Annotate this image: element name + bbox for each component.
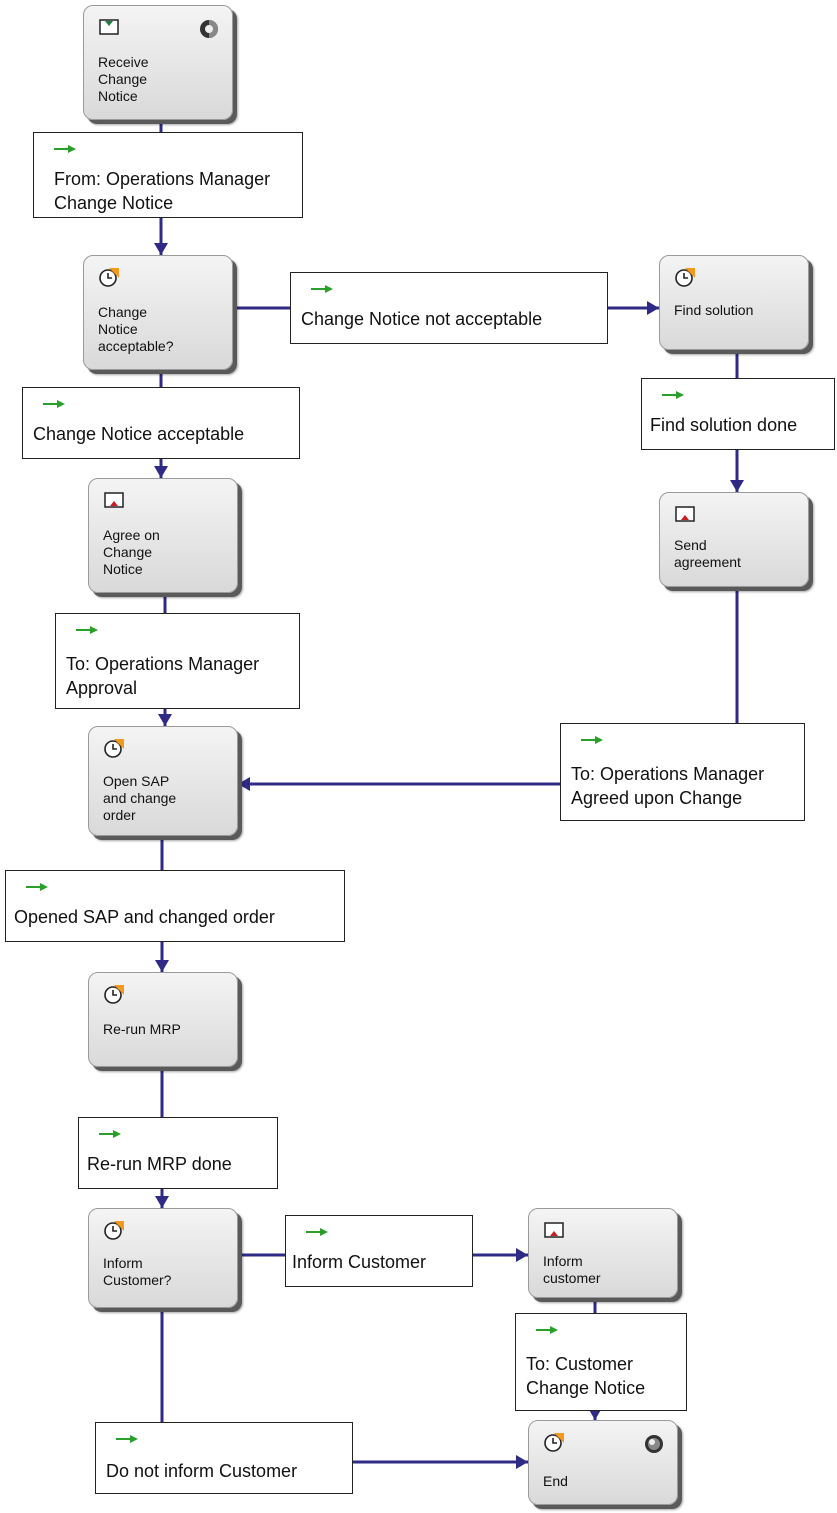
flow-label-text: Inform Customer (292, 1252, 427, 1272)
flow-label-text: Change Notice not acceptable (301, 309, 543, 329)
clock-task-icon (675, 268, 695, 287)
flow-arrow-icon (311, 285, 333, 293)
flow-arrow-icon (116, 1435, 138, 1443)
flow-label-text: Opened SAP and changed order (14, 907, 275, 927)
send-message-icon (104, 492, 124, 508)
arrowhead-icon (158, 714, 172, 726)
arrowhead-icon (154, 466, 168, 478)
flow-label-text: To: Operations Manager Approval (66, 654, 260, 698)
arrowhead-icon (154, 243, 168, 255)
node-label: Change Notice acceptable? (98, 304, 174, 354)
flow-label-do-not-inform-customer[interactable]: Do not inform Customer (95, 1422, 353, 1494)
node-label: End (543, 1473, 568, 1489)
flow-label-text: From: Operations Manager Change Notice (54, 169, 271, 213)
node-label: Receive Change Notice (98, 54, 149, 104)
node-label: Inform Customer? (103, 1255, 172, 1288)
node-send-agreement[interactable]: Send agreement (659, 492, 809, 587)
flow-label-not-acceptable[interactable]: Change Notice not acceptable (290, 272, 608, 344)
flow-label-text: Do not inform Customer (106, 1461, 298, 1481)
node-label: Agree on Change Notice (103, 527, 160, 577)
flow-arrow-icon (99, 1130, 121, 1138)
node-label: Find solution (674, 302, 754, 318)
clock-task-icon (104, 739, 124, 758)
clock-task-icon (104, 985, 124, 1004)
node-label: Re-run MRP (103, 1021, 181, 1037)
arrowhead-icon (588, 1408, 602, 1420)
node-find-solution[interactable]: Find solution (659, 255, 809, 350)
flow-label-to-operations-manager-agreed[interactable]: To: Operations Manager Agreed upon Chang… (560, 723, 805, 821)
flow-label-opened-sap[interactable]: Opened SAP and changed order (5, 870, 345, 942)
flow-label-inform-customer[interactable]: Inform Customer (285, 1215, 473, 1287)
flow-label-text: Find solution done (650, 415, 798, 435)
node-rerun-mrp[interactable]: Re-run MRP (88, 972, 238, 1067)
flow-arrow-icon (76, 626, 98, 634)
clock-task-icon (544, 1433, 564, 1452)
arrowhead-icon (647, 301, 659, 315)
flow-arrow-icon (54, 145, 76, 153)
flow-label-text: To: Customer Change Notice (526, 1354, 646, 1398)
flow-label-rerun-mrp-done[interactable]: Re-run MRP done (78, 1117, 278, 1189)
flow-label-find-solution-done[interactable]: Find solution done (641, 378, 835, 450)
arrowhead-icon (155, 1196, 169, 1208)
flow-label-text: Change Notice acceptable (33, 424, 245, 444)
clock-task-icon (99, 268, 119, 287)
flow-label-from-operations-manager[interactable]: From: Operations Manager Change Notice (33, 132, 303, 218)
flow-arrow-icon (43, 400, 65, 408)
node-inform-customer[interactable]: Inform customer (528, 1208, 678, 1298)
receive-message-icon (99, 19, 119, 35)
flow-arrow-icon (536, 1326, 558, 1334)
arrowhead-icon (238, 777, 250, 791)
node-open-sap-change-order[interactable]: Open SAP and change order (88, 726, 238, 836)
flow-arrow-icon (306, 1228, 328, 1236)
flow-label-text: Re-run MRP done (87, 1154, 232, 1174)
arrowhead-icon (516, 1248, 528, 1262)
send-message-icon (544, 1222, 564, 1238)
end-marker-icon (645, 1435, 663, 1453)
node-agree-on-change-notice[interactable]: Agree on Change Notice (88, 478, 238, 593)
send-message-icon (675, 506, 695, 522)
arrowhead-icon (155, 960, 169, 972)
start-marker-icon (200, 20, 218, 38)
node-change-notice-acceptable[interactable]: Change Notice acceptable? (83, 255, 233, 370)
flow-arrow-icon (581, 736, 603, 744)
node-end[interactable]: End (528, 1420, 678, 1505)
node-label: Inform customer (543, 1253, 601, 1286)
node-receive-change-notice[interactable]: Receive Change Notice (83, 5, 233, 120)
flow-arrow-icon (26, 883, 48, 891)
node-inform-customer-decision[interactable]: Inform Customer? (88, 1208, 238, 1308)
arrowhead-icon (730, 480, 744, 492)
clock-task-icon (104, 1221, 124, 1240)
arrowhead-icon (516, 1455, 528, 1469)
node-label: Open SAP and change order (103, 773, 177, 823)
node-label: Send agreement (674, 537, 741, 570)
flow-label-to-customer[interactable]: To: Customer Change Notice (515, 1313, 687, 1411)
flow-label-change-notice-acceptable[interactable]: Change Notice acceptable (22, 387, 300, 459)
flow-arrow-icon (662, 391, 684, 399)
flow-label-to-operations-manager-approval[interactable]: To: Operations Manager Approval (55, 613, 300, 709)
flow-label-text: To: Operations Manager Agreed upon Chang… (571, 764, 765, 808)
